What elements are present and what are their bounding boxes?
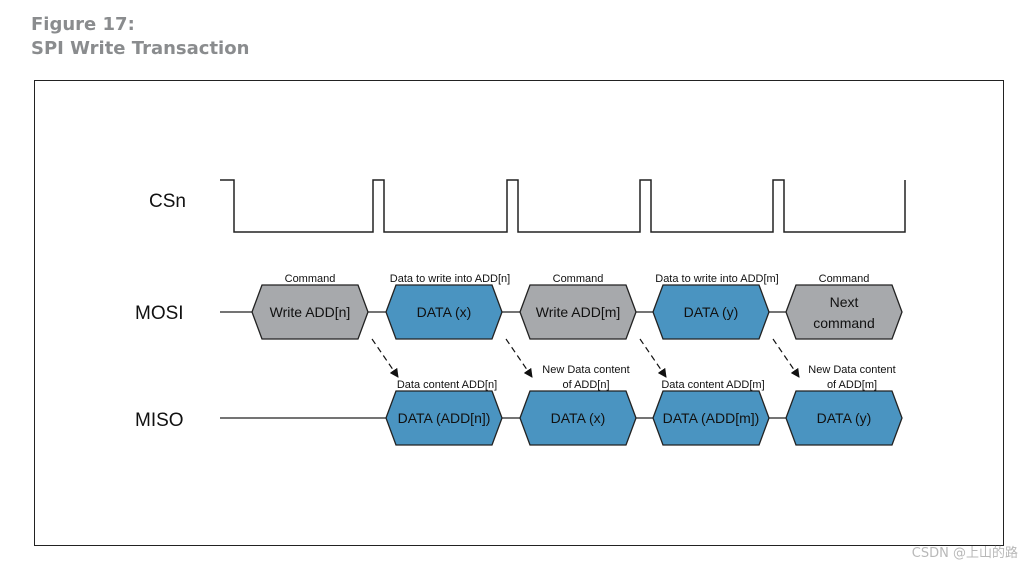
miso-box-2-text: DATA (x) [551, 410, 606, 426]
miso-label-4-line-1: New Data content [808, 364, 895, 376]
miso-label-4-line-2: of ADD[m] [827, 379, 877, 391]
csn-waveform [220, 179, 906, 233]
miso-label-2-line-1: New Data content [542, 364, 629, 376]
miso-label-2-line-2: of ADD[n] [562, 379, 609, 391]
transfer-arrows [371, 338, 800, 378]
mosi-label-1: Command [285, 273, 336, 285]
miso-box-4: DATA (y) [785, 390, 903, 446]
mosi-box-5-text-line-2: command [813, 315, 874, 331]
mosi-box-2: DATA (x) [385, 284, 503, 340]
mosi-label: MOSI [135, 303, 184, 324]
mosi-label-5: Command [819, 273, 870, 285]
arrow-3 [639, 338, 667, 378]
mosi-box-1: Write ADD[n] [251, 284, 369, 340]
miso-box-3-text: DATA (ADD[m]) [663, 410, 760, 426]
mosi-box-5-text-line-1: Next [830, 294, 859, 310]
mosi-box-5: Next command [785, 284, 903, 340]
mosi-box-4-text: DATA (y) [684, 304, 739, 320]
mosi-label-2: Data to write into ADD[n] [390, 273, 510, 285]
watermark: CSDN @上山的路 [911, 546, 1018, 561]
miso-box-2: DATA (x) [519, 390, 637, 446]
miso-label: MISO [135, 410, 184, 431]
mosi-box-4: DATA (y) [652, 284, 770, 340]
figure-number: Figure 17: [31, 14, 135, 35]
mosi-box-3-text: Write ADD[m] [536, 304, 621, 320]
figure-heading: Figure 17: SPI Write Transaction [31, 13, 249, 61]
diagram-frame [34, 80, 1004, 546]
mosi-label-3: Command [553, 273, 604, 285]
miso-box-4-text: DATA (y) [817, 410, 872, 426]
csn-label: CSn [149, 191, 186, 212]
miso-label-1: Data content ADD[n] [397, 379, 497, 391]
mosi-label-4: Data to write into ADD[m] [655, 273, 779, 285]
arrow-1 [371, 338, 399, 378]
figure-title: SPI Write Transaction [31, 38, 250, 59]
miso-box-1-text: DATA (ADD[n]) [398, 410, 491, 426]
mosi-box-1-text: Write ADD[n] [270, 304, 351, 320]
arrow-2 [505, 338, 533, 378]
mosi-box-2-text: DATA (x) [417, 304, 472, 320]
miso-box-3: DATA (ADD[m]) [652, 390, 770, 446]
arrow-4 [772, 338, 800, 378]
mosi-box-3: Write ADD[m] [519, 284, 637, 340]
miso-box-1: DATA (ADD[n]) [385, 390, 503, 446]
miso-label-3: Data content ADD[m] [661, 379, 764, 391]
